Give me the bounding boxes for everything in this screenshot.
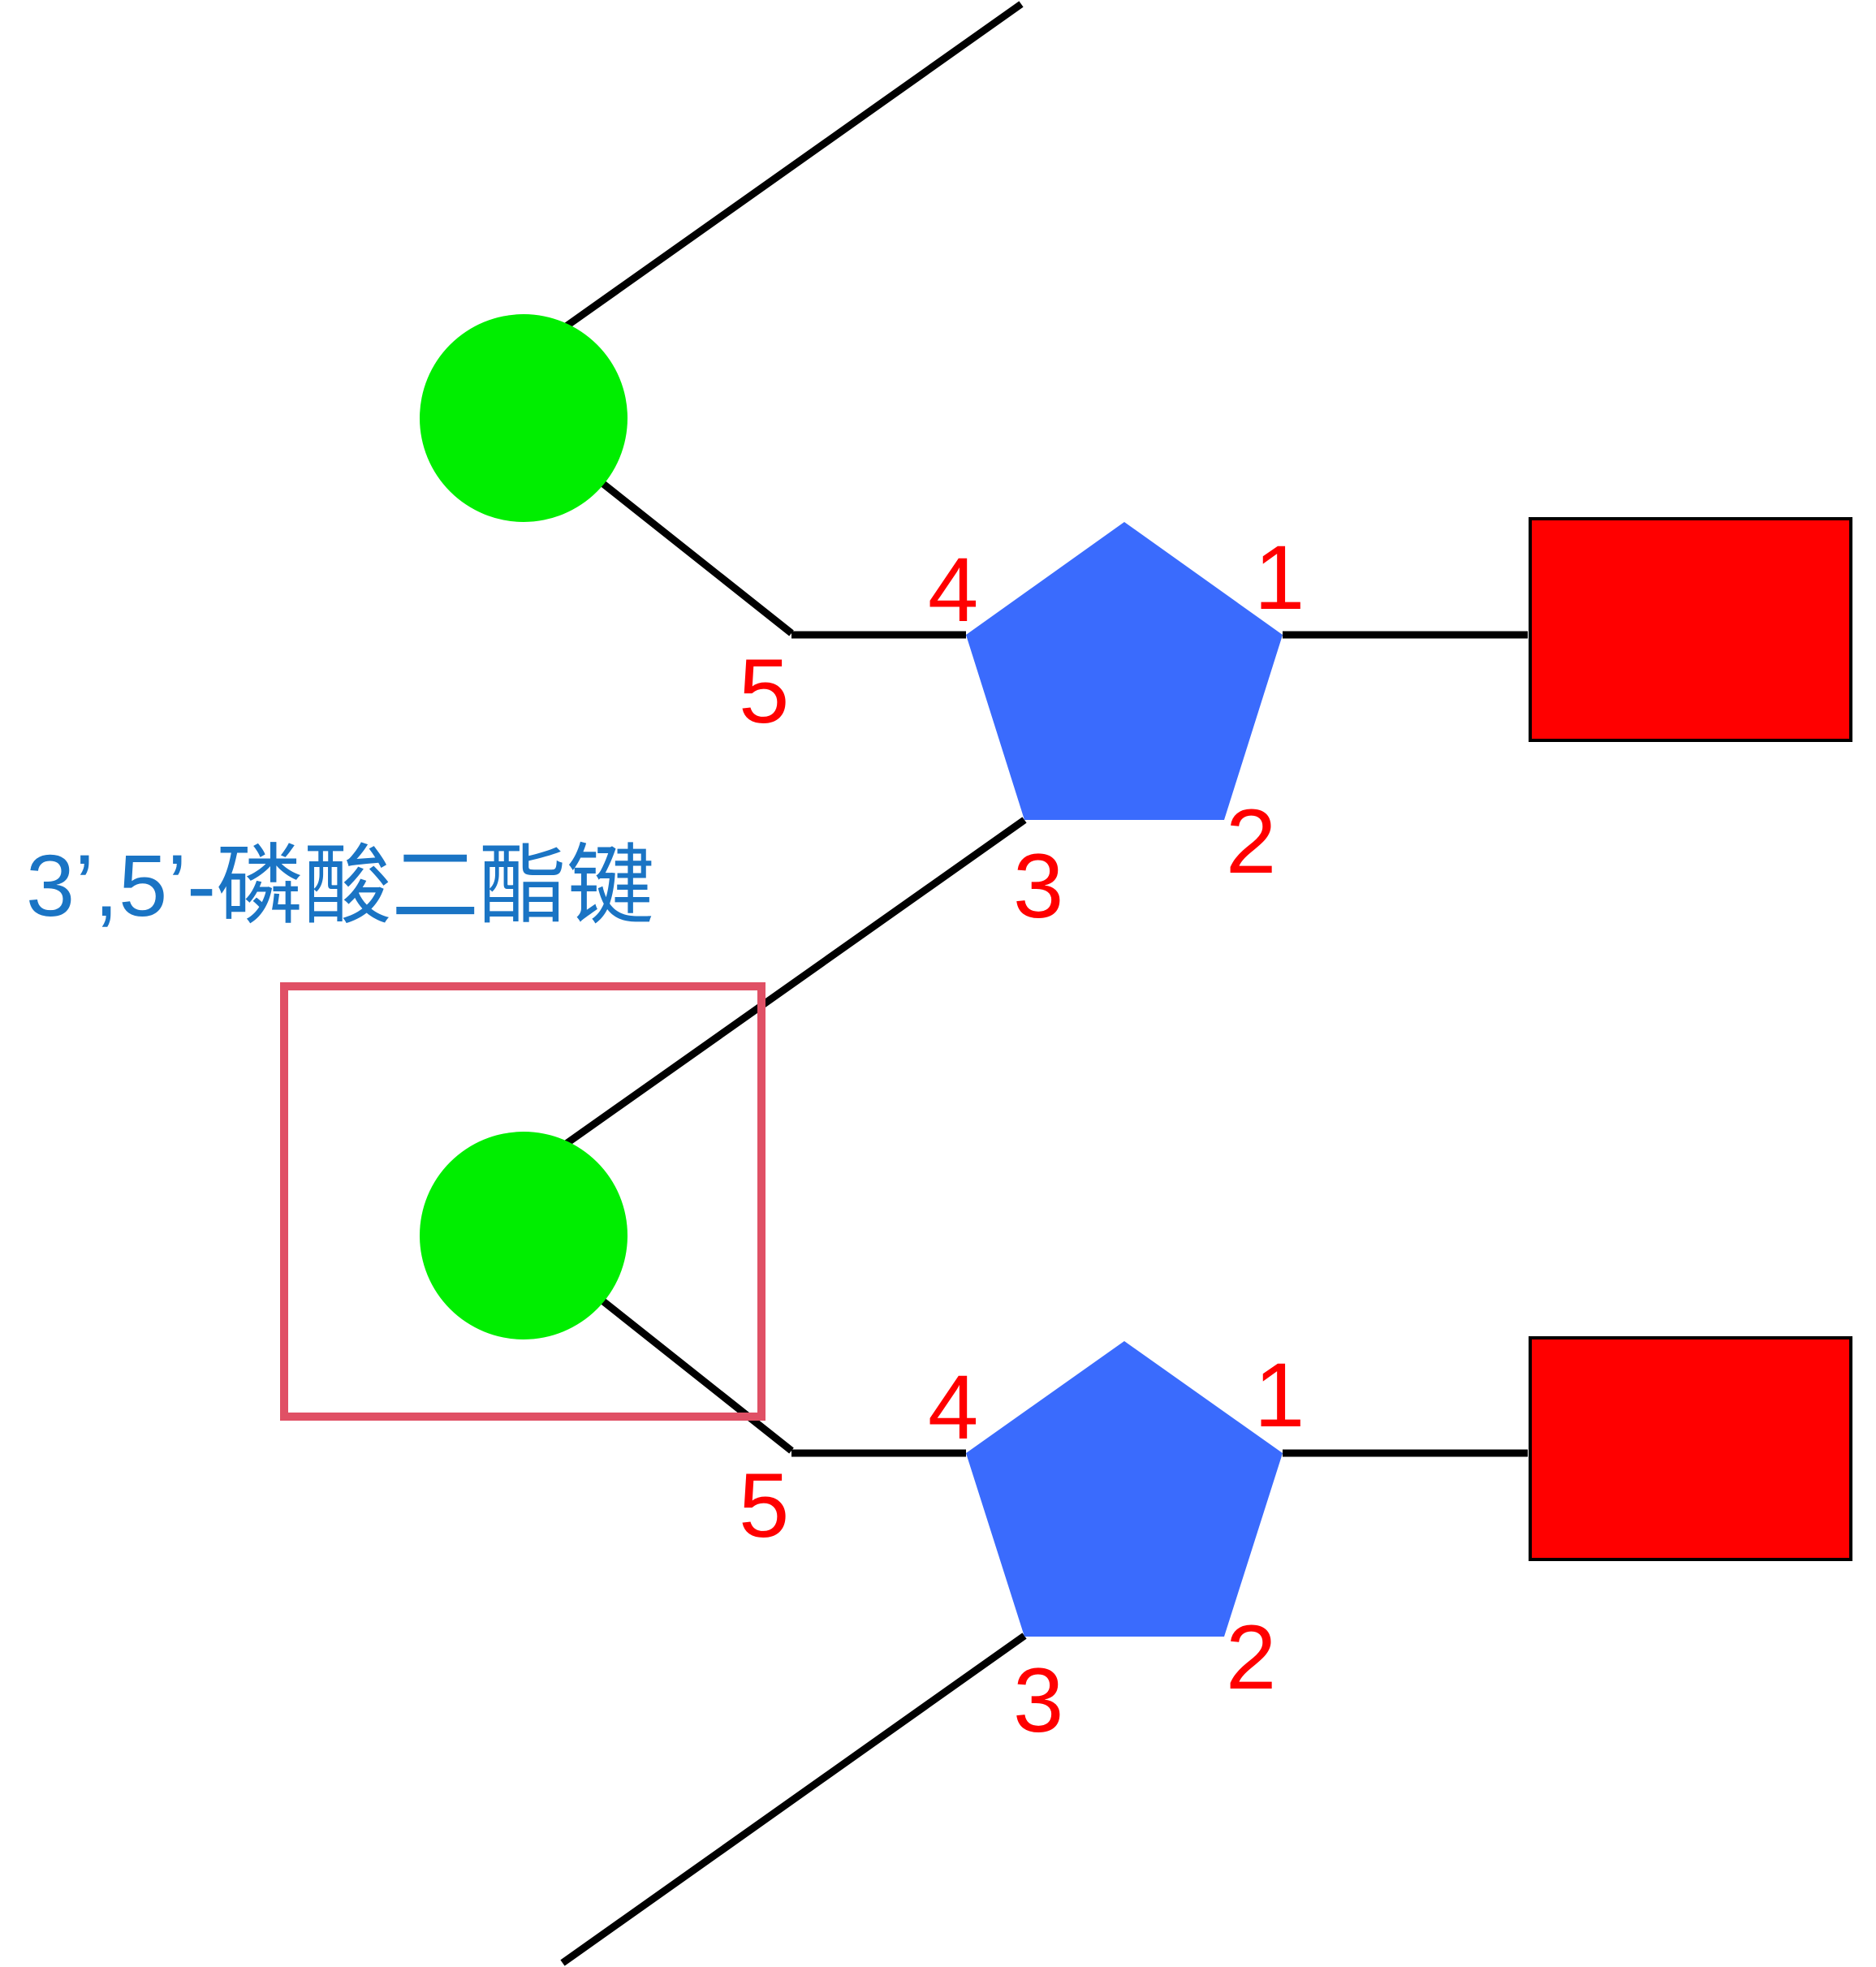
base-rect-2 xyxy=(1529,1336,1852,1561)
label-unit1-c4: 4 xyxy=(928,539,978,641)
bond-phosphate2-c5 xyxy=(593,1292,794,1454)
phosphate-circle-1 xyxy=(420,314,627,522)
sugar-pentagon-1 xyxy=(966,522,1283,820)
bond-top-chain-end xyxy=(560,1,1024,332)
label-unit2-c2: 2 xyxy=(1226,1607,1276,1708)
sugar-pentagon-2 xyxy=(966,1341,1283,1637)
bond-phosphate1-c5 xyxy=(593,474,794,636)
label-unit1-c1: 1 xyxy=(1254,527,1305,628)
bond-bottom-chain-end xyxy=(560,1633,1027,1966)
phosphodiester-highlight-box xyxy=(280,982,765,1421)
phosphodiester-bond-caption: 3’,5’-磷酸二酯键 xyxy=(26,836,654,934)
bond-c3-phosphate2 xyxy=(560,817,1027,1150)
label-unit2-c1: 1 xyxy=(1254,1344,1305,1446)
phosphate-circle-2 xyxy=(420,1132,627,1339)
label-unit2-c4: 4 xyxy=(928,1357,978,1458)
label-unit2-c3: 3 xyxy=(1013,1650,1063,1751)
label-unit2-c5: 5 xyxy=(739,1455,789,1556)
label-unit1-c3: 3 xyxy=(1013,835,1063,937)
label-unit1-c5: 5 xyxy=(739,641,789,742)
base-rect-1 xyxy=(1529,517,1852,742)
label-unit1-c2: 2 xyxy=(1226,791,1276,892)
